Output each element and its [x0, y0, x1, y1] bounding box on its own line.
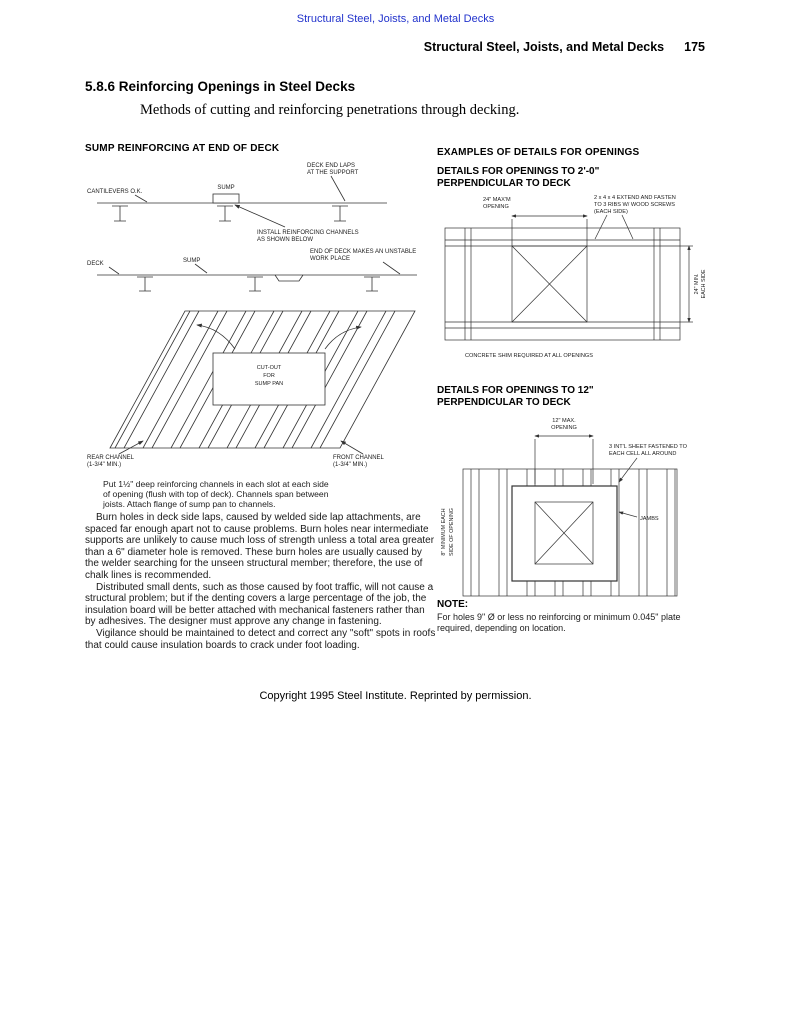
- sump-label-top: SUMP: [217, 185, 234, 191]
- copyright-line: Copyright 1995 Steel Institute. Reprinte…: [259, 690, 532, 702]
- svg-text:(1-3/4" MIN.): (1-3/4" MIN.): [87, 462, 121, 468]
- note-label: NOTE:: [437, 599, 469, 610]
- svg-text:AS SHOWN BELOW: AS SHOWN BELOW: [257, 237, 313, 243]
- running-header-title: Structural Steel, Joists, and Metal Deck…: [423, 40, 665, 54]
- svg-text:EACH SIDE: EACH SIDE: [701, 269, 707, 298]
- svg-text:SUMP PAN: SUMP PAN: [255, 381, 283, 387]
- body-text: Burn holes in deck side laps, caused by …: [85, 512, 437, 651]
- paragraph-burn-holes: Burn holes in deck side laps, caused by …: [85, 512, 435, 581]
- intro-text: Methods of cutting and reinforcing penet…: [140, 102, 520, 118]
- sheet-fastener-label: 3 INT'L SHEET FASTENED TO: [609, 444, 688, 450]
- end-of-deck-label: END OF DECK MAKES AN UNSTABLE: [310, 249, 416, 255]
- svg-text:OPENING: OPENING: [483, 204, 509, 210]
- detail2-heading: DETAILS FOR OPENINGS TO 12" PERPENDICULA…: [437, 385, 594, 408]
- install-channels-label: INSTALL REINFORCING CHANNELS: [257, 230, 359, 236]
- opening-24-label: 24" MAX'M: [483, 197, 511, 203]
- openings-12in-diagram: 12" MAX. OPENING 3 INT'L SHEET FASTENED …: [441, 418, 688, 597]
- end-lap-detail: [97, 175, 387, 228]
- left-figure-title: SUMP REINFORCING AT END OF DECK: [85, 143, 280, 154]
- svg-text:FOR: FOR: [263, 373, 275, 379]
- right-figure-title: EXAMPLES OF DETAILS FOR OPENINGS: [437, 147, 640, 158]
- paragraph-dents: Distributed small dents, such as those c…: [85, 581, 434, 628]
- running-header: Structural Steel, Joists, and Metal Deck…: [85, 40, 705, 54]
- fasten-label: 2 x 4 x 4 EXTEND AND FASTEN: [594, 195, 676, 201]
- page-number: 175: [684, 40, 705, 54]
- svg-text:OPENING: OPENING: [551, 425, 577, 431]
- svg-text:AT THE SUPPORT: AT THE SUPPORT: [307, 170, 359, 176]
- note-text: For holes 9" Ø or less no reinforcing or…: [437, 612, 681, 633]
- sump-reinforcing-diagram: CANTILEVERS O.K. SUMP DECK END LAPS AT T…: [87, 163, 417, 468]
- detail1-heading: DETAILS FOR OPENINGS TO 2'-0" PERPENDICU…: [437, 166, 600, 189]
- cutout-label: CUT-OUT: [257, 365, 282, 371]
- svg-text:(EACH SIDE): (EACH SIDE): [594, 209, 628, 215]
- svg-text:WORK PLACE: WORK PLACE: [310, 256, 350, 262]
- deck-label: DECK: [87, 261, 104, 267]
- opening-12-label: 12" MAX.: [552, 418, 576, 424]
- rear-channel-label: REAR CHANNEL: [87, 455, 135, 461]
- openings-24in-diagram: 24" MAX'M OPENING 2 x 4 x 4 EXTEND AND F…: [444, 195, 707, 359]
- svg-text:EACH CELL ALL AROUND: EACH CELL ALL AROUND: [609, 451, 676, 457]
- svg-text:TO 3 RIBS W/ WOOD SCREWS: TO 3 RIBS W/ WOOD SCREWS: [594, 202, 675, 208]
- svg-text:SIDE OF OPENING: SIDE OF OPENING: [449, 508, 455, 556]
- paragraph-vigilance: Vigilance should be maintained to detect…: [85, 627, 436, 651]
- isometric-deck: [109, 310, 416, 455]
- detail2-lines: [462, 434, 678, 597]
- header-link[interactable]: Structural Steel, Joists, and Metal Deck…: [296, 13, 495, 25]
- detail1-lines: [444, 214, 693, 341]
- section-heading: 5.8.6 Reinforcing Openings in Steel Deck…: [85, 79, 356, 94]
- minimum-side-label: 8" MINIMUM EACH: [441, 508, 447, 555]
- figure-caption: Put 1½" deep reinforcing channels in eac…: [103, 479, 329, 509]
- cantilevers-label: CANTILEVERS O.K.: [87, 189, 143, 195]
- svg-text:(1-3/4" MIN.): (1-3/4" MIN.): [333, 462, 367, 468]
- side-dim-label: 24" MIN.: [694, 274, 700, 295]
- jambs-label: JAMBS: [640, 516, 659, 522]
- sump-label-mid: SUMP: [183, 258, 200, 264]
- deck-end-laps-label: DECK END LAPS: [307, 163, 355, 169]
- concrete-shim-note: CONCRETE SHIM REQUIRED AT ALL OPENINGS: [465, 353, 593, 359]
- end-of-deck-detail: [97, 261, 417, 292]
- front-channel-label: FRONT CHANNEL: [333, 455, 385, 461]
